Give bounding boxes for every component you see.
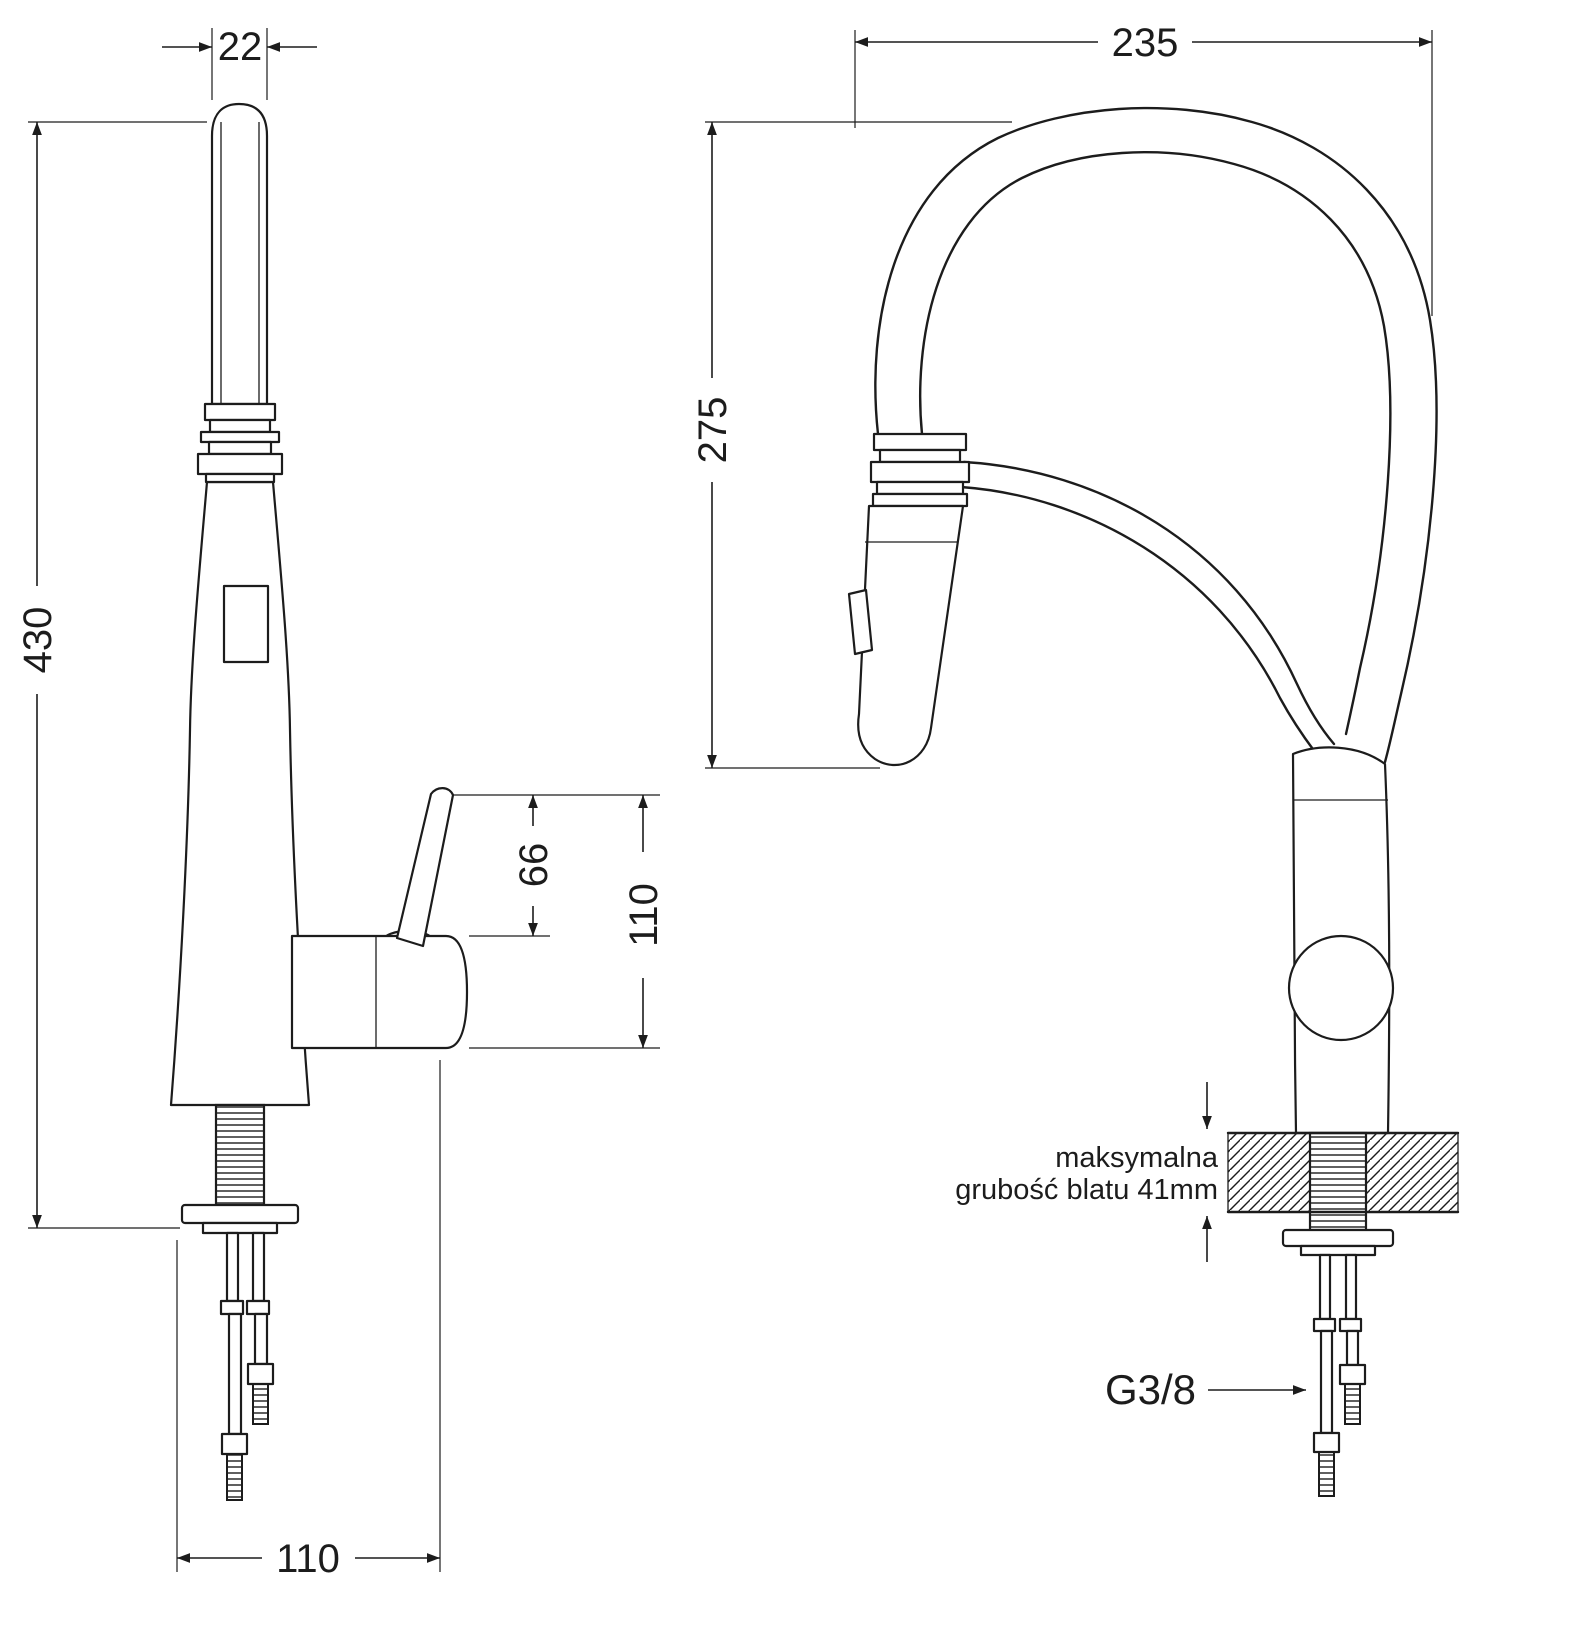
dimension-total-height: 430 xyxy=(16,121,207,1229)
flange-plate xyxy=(201,1221,279,1235)
side-view: 235 275 maksymalna grubość blatu 41mm G3… xyxy=(691,21,1460,1497)
dim-reach-label: 235 xyxy=(1112,21,1179,65)
spray-head xyxy=(847,432,971,767)
hose-nut xyxy=(1338,1363,1367,1386)
dimension-spout-height: 275 xyxy=(691,121,1012,769)
stud-nut xyxy=(1312,1317,1337,1333)
faucet-body xyxy=(169,480,311,1107)
mounting-stud xyxy=(225,1231,240,1303)
countertop-thickness-note: maksymalna grubość blatu 41mm xyxy=(955,1082,1219,1262)
hose-tail xyxy=(252,1383,269,1425)
dimension-handle-height: 66 xyxy=(452,794,660,937)
spray-head-body xyxy=(857,504,965,767)
dim-spout-width-label: 22 xyxy=(218,25,263,69)
body-column xyxy=(1287,746,1395,1135)
handle-lever xyxy=(395,787,455,948)
dimension-spout-width: 22 xyxy=(162,25,317,100)
mounting-stud xyxy=(1318,1253,1332,1321)
threaded-shank-side xyxy=(1308,1131,1368,1232)
body-window xyxy=(222,584,270,664)
dim-total-height-label: 430 xyxy=(16,607,60,674)
dimension-body-height: 110 xyxy=(469,795,666,1049)
supply-hose xyxy=(1319,1329,1334,1435)
dim-spout-height-label: 275 xyxy=(691,397,735,464)
thickness-note-line2: grubość blatu 41mm xyxy=(955,1174,1218,1206)
base-flange xyxy=(1281,1228,1395,1248)
handle-housing xyxy=(290,934,469,1050)
thread-size-label: G3/8 xyxy=(1105,1366,1196,1413)
hose-nut xyxy=(220,1432,249,1456)
dim-handle-height-label: 66 xyxy=(512,843,556,888)
thread-size-callout: G3/8 xyxy=(1105,1366,1306,1413)
front-view: 22 430 66 110 xyxy=(16,25,666,1581)
hose-tail xyxy=(1344,1383,1361,1425)
pull-down-hose xyxy=(959,460,1336,754)
dim-body-height-label: 110 xyxy=(622,883,666,947)
countertop-slab xyxy=(1226,1131,1460,1232)
dimension-base-width: 110 xyxy=(176,1060,441,1581)
side-mounting-hardware xyxy=(1281,1228,1395,1497)
handle-assembly xyxy=(290,787,469,1050)
stud-nut xyxy=(1338,1317,1363,1333)
aerator-collar xyxy=(196,402,284,484)
supply-hose xyxy=(227,1312,243,1436)
stud-nut xyxy=(245,1299,271,1316)
supply-hose xyxy=(253,1312,269,1366)
front-mounting-hardware xyxy=(180,1103,300,1501)
supply-hose xyxy=(1345,1329,1360,1367)
flange-plate xyxy=(1299,1244,1377,1257)
threaded-shank xyxy=(214,1103,266,1207)
hose-tail xyxy=(1318,1451,1335,1497)
hose-nut xyxy=(1312,1431,1341,1454)
spray-button xyxy=(847,588,874,656)
mounting-stud xyxy=(251,1231,266,1303)
base-flange xyxy=(180,1203,300,1225)
gooseneck-spout xyxy=(874,106,1438,764)
dimension-reach: 235 xyxy=(854,21,1433,316)
mounting-stud xyxy=(1344,1253,1358,1321)
stud-nut xyxy=(219,1299,245,1316)
hose-nut xyxy=(246,1362,275,1386)
thickness-note-line1: maksymalna xyxy=(1055,1142,1219,1174)
ball-joint xyxy=(1287,934,1395,1042)
dim-base-width-label: 110 xyxy=(276,1537,340,1581)
spout-tube xyxy=(210,102,269,406)
hose-tail xyxy=(226,1453,243,1501)
